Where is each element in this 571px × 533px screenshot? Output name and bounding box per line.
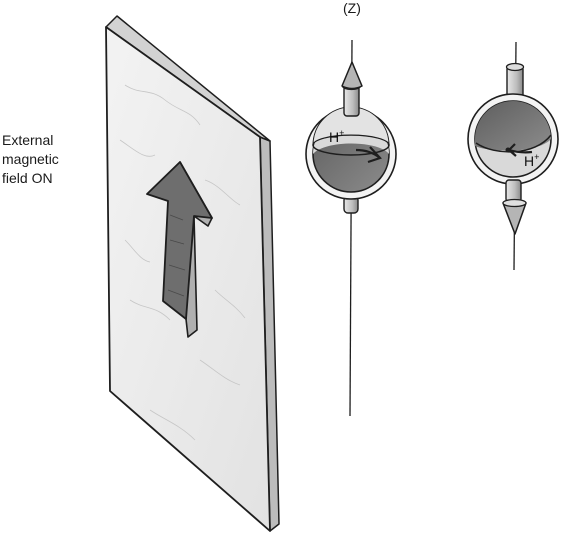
proton-spin-down: H+ (467, 41, 559, 271)
field-label-line-1: External (2, 132, 54, 148)
spin-up-upper-shade (312, 106, 390, 146)
z-axis-label: (Z) (343, 0, 361, 16)
spin-down-bottom-rod (505, 179, 522, 203)
spin-up-h-superscript: + (339, 128, 344, 138)
spin-down-cone-base (502, 198, 527, 208)
field-direction-arrow (146, 161, 213, 338)
spin-down-h-superscript: + (534, 152, 539, 162)
spin-down-h-letter: H (524, 153, 534, 169)
arrow-hatching (167, 214, 186, 297)
spin-up-h-label: H+ (329, 128, 344, 145)
spin-up-h-letter: H (329, 129, 339, 145)
arrow-front-face (146, 161, 213, 320)
field-label-line-2: magnetic (2, 151, 59, 167)
spin-down-dark-upper (475, 101, 551, 151)
spin-up-cone-tip (341, 61, 363, 90)
spin-up-rotation-arrowhead (367, 146, 382, 164)
proton-spin-up: H+ (305, 39, 397, 417)
plate-texture (119, 84, 246, 441)
field-label-line-3: field ON (2, 170, 53, 186)
spin-down-pivot-dot (505, 147, 511, 153)
spin-down-h-label: H+ (524, 152, 539, 169)
external-field-label: External magnetic field ON (2, 131, 59, 188)
spin-down-rod-cap (505, 62, 525, 72)
spin-up-top-rod (343, 85, 360, 117)
